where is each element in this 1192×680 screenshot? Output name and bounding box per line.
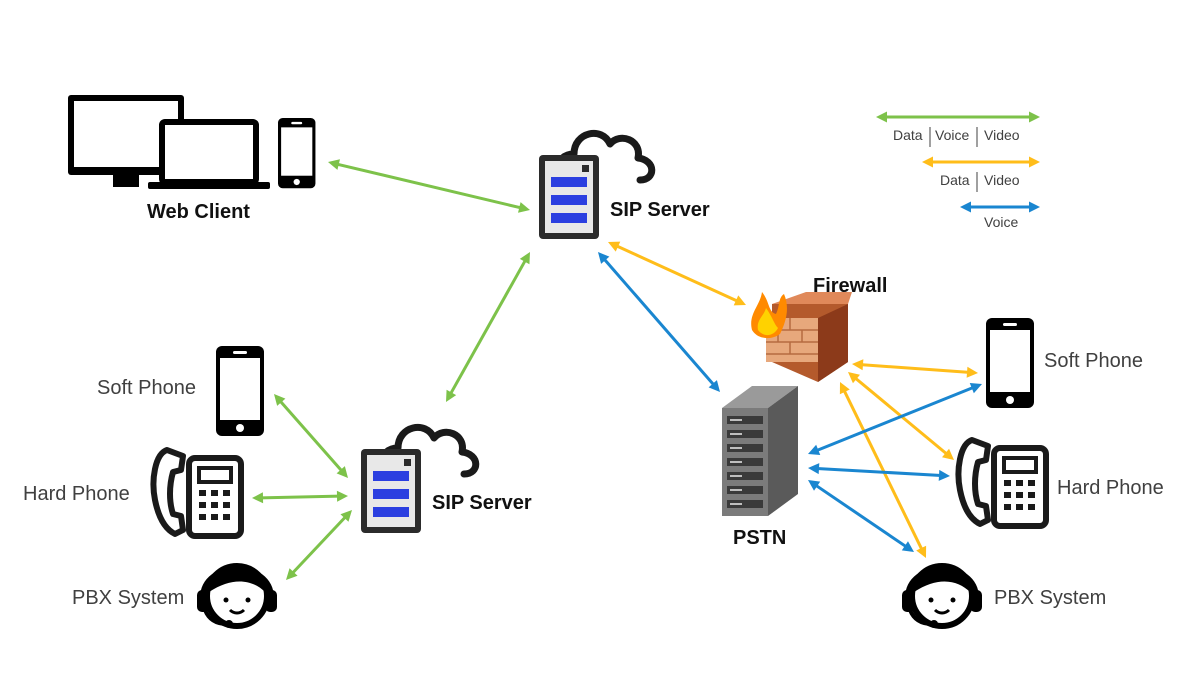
soft-phone-right-label: Soft Phone bbox=[1044, 350, 1143, 372]
legend-label-video-2: Video bbox=[984, 172, 1020, 188]
connection-arrow bbox=[286, 510, 352, 580]
soft-phone-right-node: Soft Phone bbox=[986, 318, 1143, 408]
web-client-label: Web Client bbox=[147, 201, 250, 223]
connection-arrow bbox=[252, 490, 348, 504]
hard-phone-left-label: Hard Phone bbox=[23, 483, 130, 505]
cloud-server-icon bbox=[539, 133, 652, 239]
smartphone-icon bbox=[216, 346, 264, 436]
sip-server-top-node: SIP Server bbox=[539, 133, 710, 239]
sip-server-left-label: SIP Server bbox=[432, 492, 532, 514]
pstn-node: PSTN bbox=[722, 386, 798, 549]
legend-arrow bbox=[922, 156, 1040, 168]
sip-server-left-node: SIP Server bbox=[361, 427, 532, 533]
hard-phone-right-node: Hard Phone bbox=[959, 440, 1164, 526]
legend-label-data: Data bbox=[893, 127, 923, 143]
connections-layer bbox=[252, 159, 982, 580]
pbx-left-node: PBX System bbox=[72, 566, 277, 628]
headset-agent-icon bbox=[902, 566, 982, 628]
hard-phone-right-label: Hard Phone bbox=[1057, 477, 1164, 499]
headset-agent-icon bbox=[197, 566, 277, 628]
connection-arrow bbox=[274, 394, 348, 478]
pbx-right-node: PBX System bbox=[902, 566, 1106, 628]
legend-arrow bbox=[960, 201, 1040, 213]
devices-icon bbox=[68, 95, 316, 189]
connection-arrow bbox=[446, 252, 530, 402]
legend-line-voice bbox=[960, 201, 1040, 213]
firewall-label: Firewall bbox=[813, 275, 887, 297]
legend-line-data-voice-video bbox=[876, 111, 1040, 123]
connection-arrow bbox=[808, 463, 950, 481]
smartphone-icon bbox=[986, 318, 1034, 408]
pbx-right-label: PBX System bbox=[994, 587, 1106, 609]
hard-phone-left-node: Hard Phone bbox=[23, 450, 241, 536]
legend-label-voice-3: Voice bbox=[984, 214, 1018, 230]
desk-phone-icon bbox=[154, 450, 242, 536]
cloud-server-icon bbox=[361, 427, 476, 533]
legend-label-voice: Voice bbox=[935, 127, 969, 143]
legend-label-data-2: Data bbox=[940, 172, 970, 188]
desk-phone-icon bbox=[959, 440, 1047, 526]
web-client-node: Web Client bbox=[68, 95, 316, 223]
server-rack-icon bbox=[722, 386, 798, 516]
pstn-label: PSTN bbox=[733, 527, 786, 549]
connection-arrow bbox=[852, 359, 978, 378]
connection-arrow bbox=[328, 159, 530, 213]
legend-arrow bbox=[876, 111, 1040, 123]
connection-arrow bbox=[839, 382, 927, 558]
firewall-icon bbox=[751, 292, 852, 382]
sip-server-top-label: SIP Server bbox=[610, 199, 710, 221]
pbx-left-label: PBX System bbox=[72, 587, 184, 609]
connection-arrow bbox=[608, 241, 746, 306]
soft-phone-left-label: Soft Phone bbox=[97, 377, 196, 399]
connection-arrow bbox=[808, 383, 982, 455]
firewall-node: Firewall bbox=[751, 275, 887, 382]
legend: Data Voice Video Data Video Voice bbox=[876, 111, 1040, 230]
soft-phone-left-node: Soft Phone bbox=[97, 346, 264, 436]
legend-line-data-video bbox=[922, 156, 1040, 168]
connection-arrow bbox=[808, 480, 914, 552]
legend-label-video: Video bbox=[984, 127, 1020, 143]
connection-arrow bbox=[598, 252, 720, 392]
